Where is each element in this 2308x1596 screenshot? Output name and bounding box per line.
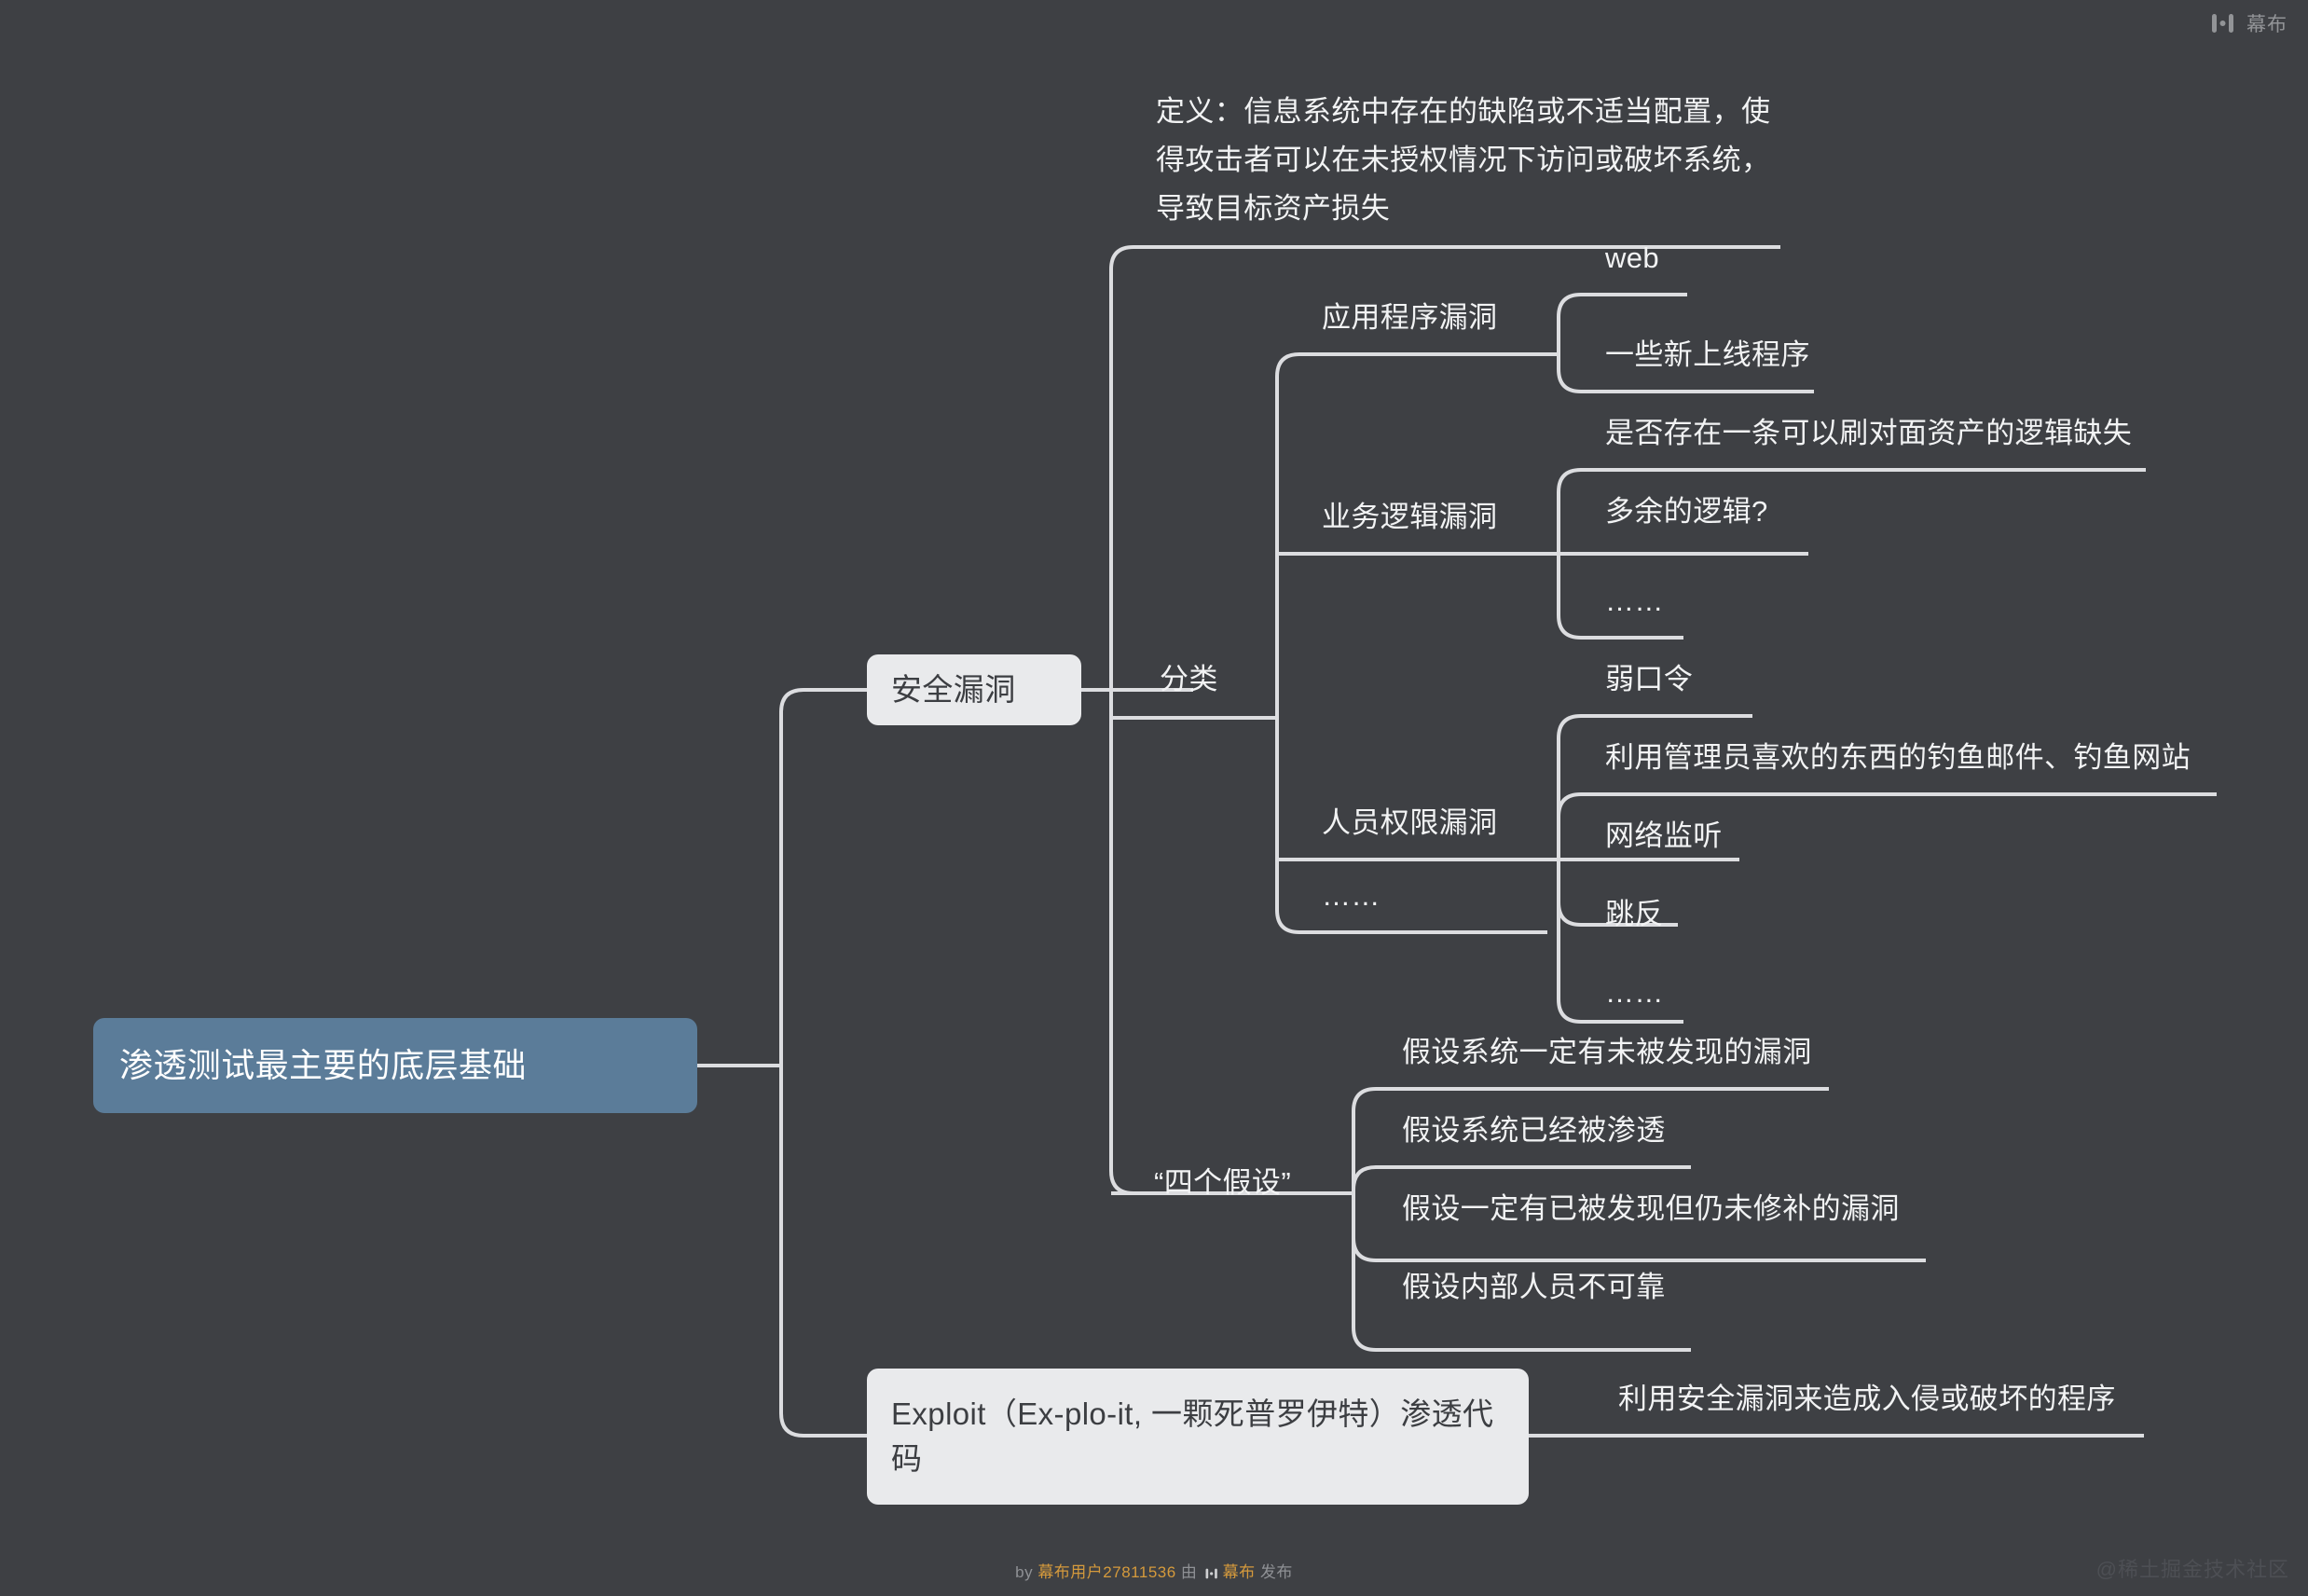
node-definition: 定义：信息系统中存在的缺陷或不适当配置，使得攻击者可以在未授权情况下访问或破坏系… — [1156, 95, 1771, 225]
node-app-web: web — [1605, 241, 1660, 274]
node-exploit-description: 利用安全漏洞来造成入侵或破坏的程序 — [1618, 1383, 2116, 1415]
node-security-vulnerability-label: 安全漏洞 — [891, 672, 1016, 707]
node-assumption-unpatched: 假设一定有已被发现但仍未修补的漏洞 — [1402, 1192, 1900, 1225]
footer-credit: by 幕布用户27811536 由 幕布 发布 — [0, 1559, 2308, 1584]
root-node-label: 渗透测试最主要的底层基础 — [119, 1046, 527, 1084]
node-jump-reverse: 跳反 — [1605, 898, 1664, 930]
node-security-vulnerability[interactable]: 安全漏洞 — [867, 654, 1081, 725]
node-application-vulnerability: 应用程序漏洞 — [1322, 301, 1498, 334]
mubu-logo-icon-small — [1205, 1565, 1220, 1584]
node-app-new-programs: 一些新上线程序 — [1605, 338, 1810, 371]
footer-suffix: 发布 — [1255, 1563, 1293, 1581]
node-classification: 分类 — [1160, 663, 1218, 695]
root-node[interactable]: 渗透测试最主要的底层基础 — [93, 1018, 697, 1113]
footer-prefix: by — [1015, 1563, 1038, 1581]
footer-brand[interactable]: 幕布 — [1222, 1563, 1256, 1581]
node-four-assumptions: “四个假设” — [1154, 1166, 1292, 1199]
footer-middle: 由 — [1175, 1563, 1202, 1581]
node-personnel-more: …… — [1605, 976, 1664, 1009]
node-logic-more: …… — [1605, 585, 1664, 617]
node-assumption-penetrated: 假设系统已经被渗透 — [1402, 1114, 1666, 1147]
node-exploit[interactable]: Exploit（Ex-plo-it, 一颗死普罗伊特）渗透代码 — [867, 1369, 1529, 1505]
node-network-sniffing: 网络监听 — [1605, 819, 1723, 852]
node-business-logic-vulnerability: 业务逻辑漏洞 — [1322, 501, 1498, 533]
node-weak-password: 弱口令 — [1605, 663, 1694, 695]
node-assumption-undiscovered: 假设系统一定有未被发现的漏洞 — [1402, 1036, 1812, 1068]
node-logic-asset-flaw: 是否存在一条可以刷对面资产的逻辑缺失 — [1605, 417, 2133, 449]
node-personnel-permission-vulnerability: 人员权限漏洞 — [1322, 806, 1498, 839]
mubu-brand-logo: 幕布 — [2211, 9, 2287, 37]
node-exploit-label: Exploit（Ex-plo-it, 一颗死普罗伊特）渗透代码 — [891, 1396, 1494, 1476]
node-phishing: 利用管理员喜欢的东西的钓鱼邮件、钓鱼网站 — [1605, 741, 2191, 774]
node-assumption-insider: 假设内部人员不可靠 — [1402, 1271, 1666, 1303]
watermark-text: @稀土掘金技术社区 — [2095, 1558, 2289, 1581]
node-logic-redundant: 多余的逻辑? — [1605, 495, 1768, 528]
mubu-logo-text: 幕布 — [2246, 14, 2287, 35]
footer-user[interactable]: 幕布用户27811536 — [1037, 1563, 1176, 1581]
mubu-logo-icon — [2212, 14, 2233, 33]
node-classification-more: …… — [1322, 879, 1381, 912]
